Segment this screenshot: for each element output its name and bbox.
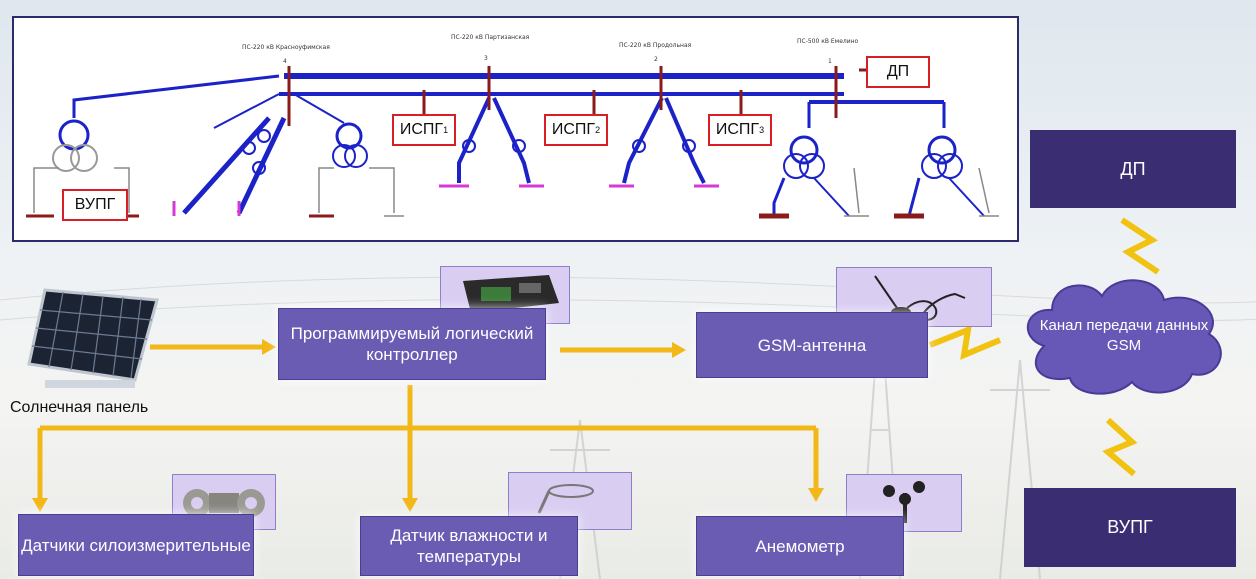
substation-label: ПС-220 кВ Красноуфимская [242,44,330,51]
dp-box: ДП [866,56,930,88]
substation-num: 1 [828,58,832,65]
solar-panel-label: Солнечная панель [10,399,148,417]
schematic-drawing [14,18,1017,240]
vupg-box: ВУПГ [62,189,128,221]
substation-schematic: ПС-220 кВ Красноуфимская 4 ПС-220 кВ Пар… [12,16,1019,242]
anemometer-block: Анемометр [696,516,904,576]
gsm-antenna-block: GSM-антенна [696,312,928,378]
solar-panel-icon [25,282,165,392]
substation-num: 2 [654,56,658,63]
substation-label: ПС-220 кВ Партизанская [451,34,529,41]
controller-block: Программируемый логический контроллер [278,308,546,380]
substation-num: 4 [283,58,287,65]
force-sensors-block: Датчики силоизмерительные [18,514,254,576]
cloud-label: Канал передачи данных GSM [1030,316,1218,356]
substation-label: ПС-220 кВ Продольная [619,42,691,49]
substation-num: 3 [484,55,488,62]
substation-label: ПС-500 кВ Емелино [797,38,858,45]
vupg-block: ВУПГ [1024,488,1236,567]
dp-block: ДП [1030,130,1236,208]
humidity-sensor-block: Датчик влажности и температуры [360,516,578,576]
